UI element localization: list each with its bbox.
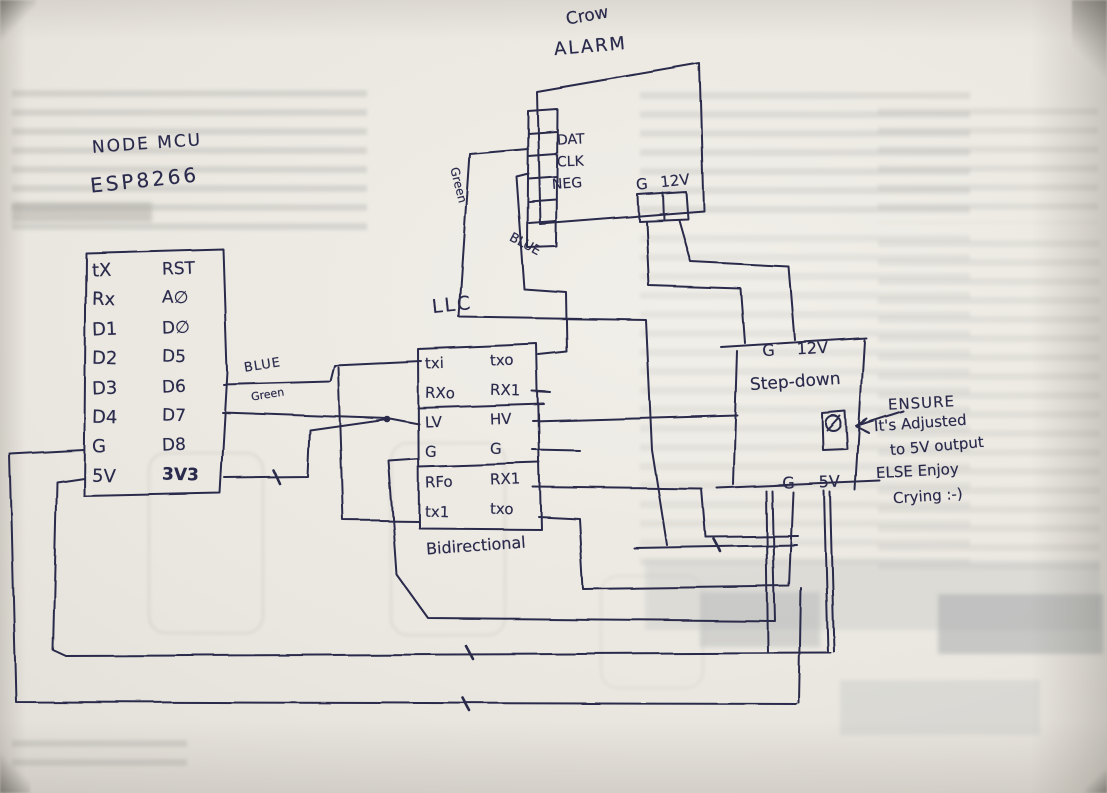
wire-stepdown-drop <box>765 490 769 653</box>
pin-label: G <box>489 439 502 459</box>
stepdown-box <box>720 337 867 348</box>
pin-label: LV <box>424 413 443 432</box>
pin-label: RX1 <box>489 380 521 400</box>
pin-label: 3V3 <box>161 464 200 486</box>
pin-label: D4 <box>91 406 118 429</box>
wire-5v-riser <box>823 490 829 654</box>
alarm-pin-neg: NEG <box>551 174 583 194</box>
wire-blue-alarm-txo <box>515 172 568 356</box>
note-arrow <box>855 425 869 433</box>
stepdown-input-g: G <box>761 340 776 360</box>
stepdown-input-v: 12V <box>796 337 829 359</box>
pin-label: txi <box>424 353 445 373</box>
tick-mark <box>464 644 475 661</box>
wire-ground-rail <box>9 449 798 705</box>
tick-mark <box>712 537 723 554</box>
alarm-pin-dat: DAT <box>556 131 585 149</box>
stepdown-output-g: G <box>781 473 796 493</box>
pin-label: D∅ <box>161 317 191 339</box>
wire-blue-d6-txi <box>222 360 422 385</box>
llc-right-pins: txo RX1 HV G RX1 txo <box>489 346 521 524</box>
pin-label: G <box>424 442 437 462</box>
tick-mark <box>272 469 282 486</box>
wire-right-riser <box>798 587 802 704</box>
wire-rx1-bottom <box>532 486 799 538</box>
pin-label: Rx <box>91 289 116 311</box>
pin-label: tx1 <box>424 502 450 521</box>
pin-label: RST <box>161 258 196 280</box>
tick-mark <box>461 696 472 713</box>
llc-box <box>417 343 542 530</box>
junction-dot <box>383 415 391 423</box>
pin-label: HV <box>489 410 512 429</box>
wire-alarm-12v-stepdown <box>678 219 796 341</box>
pin-label: D1 <box>91 318 118 341</box>
wire-5v-riser <box>829 491 835 653</box>
nodemcu-left-pins: tX Rx D1 D2 D3 D4 G 5V <box>91 256 118 491</box>
alarm-box <box>536 63 705 225</box>
alarm-power-terminal <box>637 191 689 222</box>
pin-label: RFo <box>424 472 453 492</box>
pin-label: txo <box>489 499 514 518</box>
stepdown-output-v: 5V <box>818 471 841 492</box>
wire-green-alarm <box>458 148 668 546</box>
alarm-pin-clk: CLK <box>556 153 585 171</box>
wire-llc-g-ground <box>388 458 776 622</box>
pin-label: tX <box>91 259 112 282</box>
pin-label: D3 <box>91 377 118 400</box>
pin-label: G <box>91 436 107 458</box>
alarm-connector <box>526 108 558 248</box>
wire-blue-branch-tx1 <box>337 366 419 522</box>
pin-label: A∅ <box>161 287 189 309</box>
pin-label: D6 <box>161 376 187 398</box>
note-arrow <box>855 418 868 427</box>
pin-label: D7 <box>161 405 187 427</box>
wire-txo-stepdown5v <box>537 491 794 590</box>
stepdown-output-label: G 5V <box>761 457 841 510</box>
nodemcu-box <box>83 248 228 497</box>
pin-label: RXo <box>424 383 456 403</box>
note-arrow <box>855 410 904 427</box>
pin-label: RX1 <box>489 469 521 489</box>
wire-mid-horizontal <box>633 544 798 549</box>
wire-3v3 <box>224 418 388 479</box>
nodemcu-right-pins: RST A∅ D∅ D5 D6 D7 D8 3V3 <box>162 255 199 490</box>
pin-label: D2 <box>91 347 118 370</box>
wire-g-stub <box>532 449 581 452</box>
pin-label: txo <box>489 350 514 370</box>
wire-hv <box>532 414 738 422</box>
note-line-1: ENSURE <box>887 392 956 414</box>
stepdown-input-label: G 12V <box>741 323 830 378</box>
wire-5v-rail <box>52 477 832 657</box>
llc-left-pins: txi RXo LV G RFo tx1 <box>425 349 455 527</box>
llc-title: LLC <box>430 291 474 319</box>
trimpot-symbol <box>821 410 848 451</box>
pin-label: 5V <box>91 465 117 488</box>
pin-label: D5 <box>161 346 187 368</box>
wire-rx1-stub <box>532 391 552 394</box>
wire-alarm-g-stepdown <box>645 220 746 344</box>
pin-label: D8 <box>161 435 187 457</box>
